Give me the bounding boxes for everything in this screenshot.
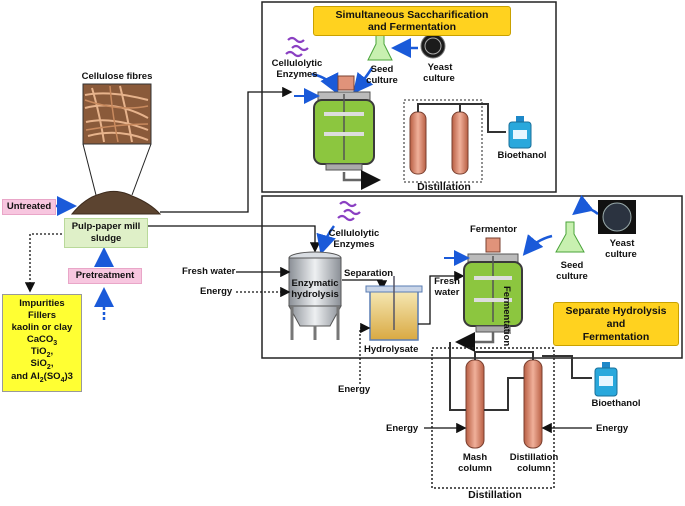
shf-bioethanol-label: Bioethanol: [591, 398, 641, 409]
impurities-arrow: [24, 233, 66, 293]
ssf-seed-flask-icon: [367, 33, 393, 61]
mash-column-label-2: column: [458, 463, 492, 474]
to-ssf-line: [160, 86, 293, 213]
shf-enzymes-label-1: Cellulolytic: [328, 228, 380, 239]
distillation-column-label-1: Distillation: [509, 452, 559, 463]
sludge-label-1: Pulp-paper mill: [71, 221, 141, 232]
shf-seed-label-2: culture: [556, 271, 588, 282]
hydrolysate-vessel: [365, 276, 423, 341]
impurity-al2so4: and Al2(SO4)3: [11, 371, 73, 384]
ssf-seed-arrow: [352, 67, 374, 94]
sludge-pile: [70, 190, 162, 215]
energy-hydrolysate-label: Energy: [338, 384, 371, 395]
cellulose-label: Cellulose fibres: [81, 71, 153, 82]
fresh-water-label: Fresh water: [182, 266, 236, 277]
impurity-tio2: TiO2,: [30, 346, 54, 359]
separation-arrow: [342, 279, 388, 291]
to-shf-line: [144, 225, 321, 253]
distillation-column: [523, 359, 543, 449]
shf-enzymes-label-2: Enzymes: [333, 239, 375, 250]
separation-label: Separation: [344, 268, 394, 279]
ssf-enzymes-arrow: [311, 72, 339, 95]
shf-title-3: Fermentation: [582, 331, 650, 343]
energy-hydrolysate-arrow: [359, 322, 371, 384]
ssf-title-box: Simultaneous Saccharification and Fermen…: [313, 6, 511, 36]
shf-yeast-arrow: [572, 194, 599, 216]
shf-distillation-box: [431, 347, 555, 489]
ssf-reactor: [313, 75, 375, 171]
shf-fermentor: [463, 237, 523, 333]
energy-right-label: Energy: [596, 423, 629, 434]
impurity-fillers: Fillers: [28, 310, 56, 321]
shf-title-2: and: [606, 318, 626, 330]
ssf-title-1: Simultaneous Saccharification: [335, 9, 489, 21]
mash-column-label-1: Mash: [462, 452, 488, 463]
ssf-seed-label-1: Seed: [370, 64, 394, 75]
pretreatment-label: Pretreatment: [68, 268, 142, 284]
ssf-bioethanol-label: Bioethanol: [497, 150, 547, 161]
zoom-line-left: [82, 143, 97, 196]
hydrolysate-label: Hydrolysate: [364, 344, 419, 355]
ssf-enzymes-label-2: Enzymes: [276, 69, 318, 80]
impurity-kaolin: kaolin or clay: [11, 322, 73, 333]
ssf-enzymes-icon: [285, 36, 309, 58]
shf-yeast-label-1: Yeast: [609, 238, 635, 249]
mash-column: [465, 359, 485, 449]
ssf-column-1: [409, 111, 427, 175]
energy-left-label: Energy: [386, 423, 419, 434]
impurities-box: Impurities Fillers kaolin or clay CaCO3 …: [2, 294, 82, 392]
energy-hydrolysis-label: Energy: [200, 286, 233, 297]
hydrolysis-tank: [288, 251, 342, 340]
shf-title-box: Separate Hydrolysis and Fermentation: [553, 302, 679, 346]
enzymatic-label-1: Enzymatic: [291, 278, 339, 289]
distillation-column-label-2: column: [517, 463, 551, 474]
fermentor-label: Fermentor: [470, 224, 517, 235]
shf-distillation-label: Distillation: [468, 489, 522, 501]
untreated-label: Untreated: [2, 199, 56, 215]
fermentor-outlet-pipe: [455, 332, 495, 352]
ssf-outlet-pipe: [342, 170, 381, 190]
sludge-box: Pulp-paper mill sludge: [64, 218, 148, 248]
fresh-water-2-label-2: water: [434, 287, 460, 298]
ssf-title-2: and Fermentation: [367, 21, 457, 33]
fresh-water-2-label-1: Fresh: [434, 276, 460, 287]
ssf-yeast-label-1: Yeast: [427, 62, 453, 73]
ssf-seed-label-2: culture: [366, 75, 398, 86]
impurities-title: Impurities: [19, 298, 65, 309]
impurity-caco3: CaCO3: [26, 334, 58, 347]
shf-bioethanol-bottle: [594, 362, 618, 397]
shf-seed-flask-icon: [555, 221, 585, 253]
shf-seed-label-1: Seed: [560, 260, 584, 271]
shf-title-1: Separate Hydrolysis: [565, 305, 667, 317]
ssf-enzymes-label-1: Cellulolytic: [271, 58, 323, 69]
sludge-label-2: sludge: [90, 233, 122, 244]
cellulose-fibres-image: [82, 83, 152, 145]
enzymatic-label-2: hydrolysis: [291, 289, 339, 300]
shf-section-border: [261, 195, 683, 359]
zoom-line-right: [131, 143, 152, 196]
impurity-sio2: SiO2,: [30, 358, 54, 371]
ssf-section-border: [261, 1, 557, 193]
ssf-distillation-label: Distillation: [417, 181, 471, 193]
shf-enzymes-icon: [337, 200, 361, 222]
shf-yeast-label-2: culture: [605, 249, 637, 260]
ssf-column-2: [451, 111, 469, 175]
shf-seed-arrow: [522, 234, 553, 256]
shf-enzymes-arrow: [316, 225, 336, 255]
ssf-yeast-label-2: culture: [423, 73, 455, 84]
ssf-bioethanol-bottle: [508, 116, 532, 149]
hydrolysate-to-fermentor: [418, 270, 465, 325]
fermentation-label: Fermentation: [501, 286, 512, 347]
